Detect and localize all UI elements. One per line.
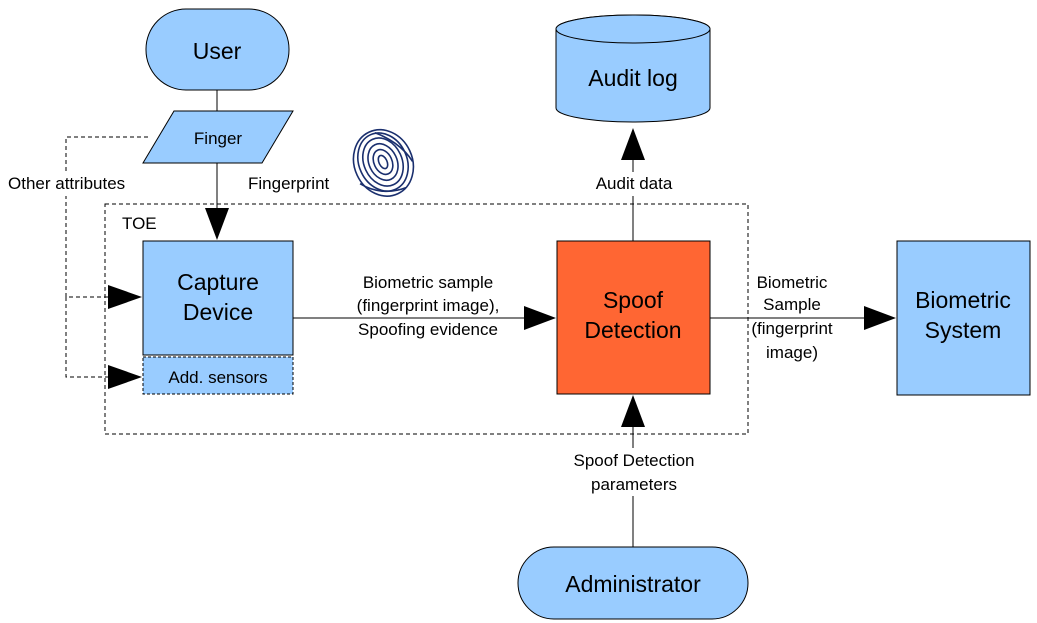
- arrow-head-to-audit: [621, 128, 645, 160]
- administrator-label: Administrator: [565, 571, 701, 597]
- arrow-head-to-system: [864, 306, 896, 330]
- sample-to-spoof-line2: (fingerprint image),: [357, 296, 500, 315]
- biometric-system-node: [896, 240, 1031, 396]
- finger-label: Finger: [194, 129, 243, 148]
- biometric-system-label-line1: Biometric: [915, 287, 1011, 313]
- finger-node: [142, 110, 294, 164]
- sample-to-system-line2: Sample: [763, 295, 821, 314]
- toe-label: TOE: [122, 214, 157, 233]
- toe-boundary: [104, 203, 749, 435]
- capture-device-label-line2: Device: [183, 299, 253, 325]
- sample-to-system-line3: (fingerprint: [751, 319, 833, 338]
- biometric-system-label-line2: System: [925, 317, 1002, 343]
- add-sensors-label: Add. sensors: [168, 368, 267, 387]
- fingerprint-label: Fingerprint: [248, 174, 330, 193]
- arrow-head-admin-to-spoof: [621, 395, 645, 427]
- sample-to-spoof-line1: Biometric sample: [363, 273, 493, 292]
- other-attributes-label: Other attributes: [8, 174, 125, 193]
- capture-device-node: [142, 240, 294, 356]
- arrow-head-to-capture: [108, 285, 142, 309]
- arrow-head-finger-to-capture: [205, 208, 229, 240]
- administrator-node: [517, 546, 749, 620]
- arrow-head-to-spoof: [524, 306, 556, 330]
- spoof-detection-node: [556, 240, 711, 395]
- other-attributes-line-bottom: [65, 297, 108, 378]
- sample-to-system-line1: Biometric: [757, 273, 828, 292]
- other-attributes-line-top: [65, 136, 148, 298]
- capture-device-label-line1: Capture: [177, 269, 259, 295]
- user-label: User: [193, 38, 242, 64]
- sample-to-system-line4: image): [766, 343, 818, 362]
- audit-log-top: [555, 14, 711, 44]
- audit-data-label: Audit data: [596, 174, 673, 193]
- spoof-detection-label-line2: Detection: [584, 317, 681, 343]
- add-sensors-node: [142, 356, 294, 395]
- params-label-line1: Spoof Detection: [574, 451, 695, 470]
- params-label-line2: parameters: [591, 475, 677, 494]
- spoof-detection-label-line1: Spoof: [603, 287, 664, 313]
- audit-log-label: Audit log: [588, 65, 678, 91]
- arrow-head-to-sensors: [108, 365, 142, 389]
- fingerprint-icon: [352, 128, 415, 197]
- user-node: [145, 8, 290, 91]
- sample-to-spoof-line3: Spoofing evidence: [358, 320, 498, 339]
